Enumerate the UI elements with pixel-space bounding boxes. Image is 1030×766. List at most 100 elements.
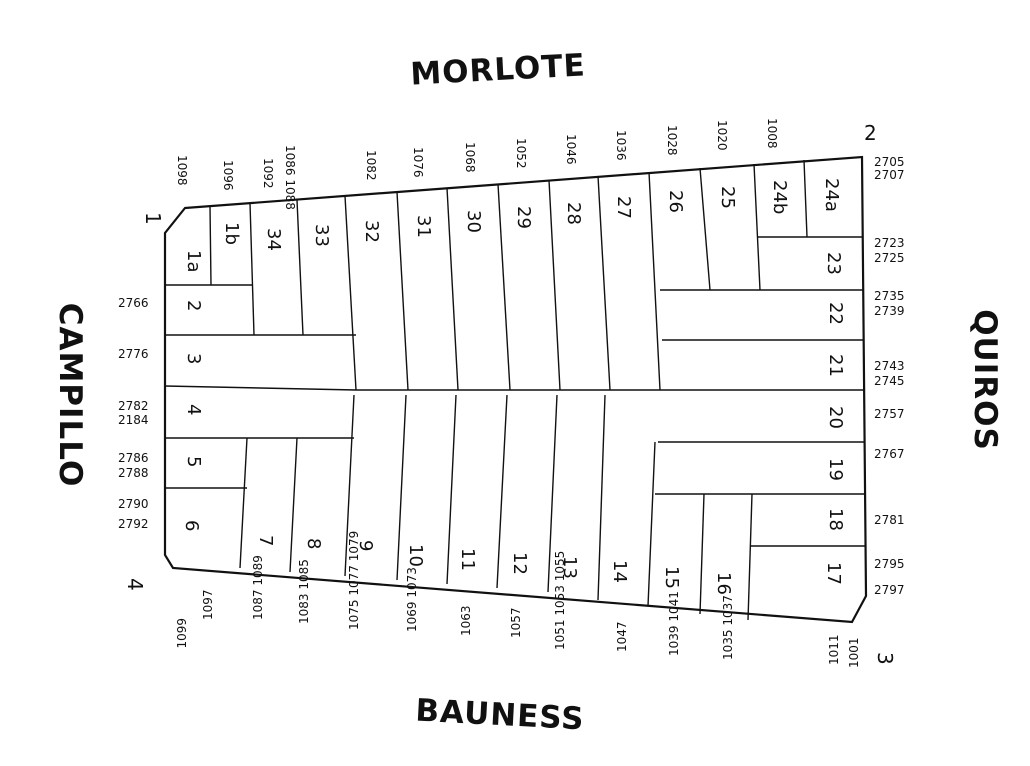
address-west: 2788 (118, 466, 149, 480)
address-south: 1051 1053 1055 (553, 551, 567, 650)
street-west-label: CAMPILLO (52, 303, 88, 488)
address-east: 2707 (874, 168, 905, 182)
lot-31: 31 (413, 215, 434, 238)
address-north: 1068 (463, 142, 477, 173)
address-west: 2790 (118, 497, 149, 511)
address-east: 2757 (874, 407, 905, 421)
street-east-label: QUIROS (967, 309, 1003, 451)
address-east: 2745 (874, 374, 905, 388)
corner-3: 3 (873, 652, 897, 665)
lot-16: 16 (713, 572, 734, 595)
lot-22: 22 (825, 302, 846, 325)
address-north: 1036 (614, 130, 628, 161)
address-north: 1008 (765, 118, 779, 149)
address-south: 1011 (827, 634, 841, 665)
address-south: 1099 (175, 618, 189, 649)
address-south: 1039 1041 (667, 591, 681, 656)
lot-1a: 1a (183, 250, 204, 272)
address-south: 1087 1089 (251, 555, 265, 620)
address-north: 1086 1088 (283, 145, 297, 210)
lot-10: 10 (405, 544, 426, 567)
address-south: 1035 1037 (721, 595, 735, 660)
lot-24b: 24b (769, 180, 790, 214)
address-west: 2786 (118, 451, 149, 465)
address-south: 1001 (847, 637, 861, 668)
corner-1: 1 (141, 212, 165, 225)
address-west: 2782 (118, 399, 149, 413)
corner-markers: 1 2 3 4 (123, 121, 897, 665)
lot-29: 29 (513, 206, 534, 229)
lot-27: 27 (613, 196, 634, 219)
lot-20: 20 (825, 406, 846, 429)
address-east: 2743 (874, 359, 905, 373)
address-north: 1096 (221, 160, 235, 191)
address-south: 1097 (201, 589, 215, 620)
corner-2: 2 (864, 121, 877, 145)
lot-19: 19 (825, 458, 846, 481)
address-east: 2781 (874, 513, 905, 527)
lot-5: 5 (183, 456, 204, 467)
street-south-label: BAUNESS (415, 693, 586, 738)
address-south: 1057 (509, 607, 523, 638)
lot-30: 30 (463, 210, 484, 233)
lot-6: 6 (181, 520, 202, 531)
east-addresses: 2705 2707 2723 2725 2735 2739 2743 2745 … (874, 155, 905, 597)
lot-33: 33 (311, 224, 332, 247)
lot-24a: 24a (821, 178, 842, 212)
lot-numbers: 1a 1b 34 33 32 31 30 29 28 27 26 25 24b … (181, 178, 846, 595)
lot-1b: 1b (221, 222, 242, 245)
lot-34: 34 (263, 228, 284, 251)
address-north: 1098 (175, 155, 189, 186)
address-east: 2735 (874, 289, 905, 303)
lot-26: 26 (665, 190, 686, 213)
address-east: 2795 (874, 557, 905, 571)
lot-7: 7 (255, 535, 276, 546)
block-outline (163, 155, 868, 624)
address-west: 2776 (118, 347, 149, 361)
lot-18: 18 (825, 508, 846, 531)
west-addresses: 2766 2776 2782 2184 2786 2788 2790 2792 (118, 296, 149, 531)
lot-lines (164, 159, 866, 621)
address-west: 2184 (118, 413, 149, 427)
lot-17: 17 (823, 562, 844, 585)
address-east: 2767 (874, 447, 905, 461)
lot-2: 2 (183, 300, 204, 311)
address-north: 1076 (411, 147, 425, 178)
lot-11: 11 (457, 548, 478, 571)
address-west: 2792 (118, 517, 149, 531)
lot-23: 23 (823, 252, 844, 275)
address-east: 2797 (874, 583, 905, 597)
lot-9: 9 (355, 540, 376, 551)
address-north: 1046 (564, 134, 578, 165)
south-addresses: 1099 1097 1087 1089 1083 1085 1075 1077 … (175, 531, 861, 668)
lot-8: 8 (303, 538, 324, 549)
lot-4: 4 (183, 404, 204, 415)
address-south: 1063 (459, 605, 473, 636)
address-west: 2766 (118, 296, 149, 310)
lot-32: 32 (361, 220, 382, 243)
north-addresses: 1098 1096 1092 1086 1088 1082 1076 1068 … (175, 118, 779, 210)
lot-3: 3 (183, 353, 204, 364)
address-east: 2705 (874, 155, 905, 169)
lot-25: 25 (717, 186, 738, 209)
address-east: 2723 (874, 236, 905, 250)
lot-13: 13 (559, 556, 580, 579)
address-south: 1047 (615, 621, 629, 652)
corner-4: 4 (123, 578, 147, 591)
address-south: 1069 1073 (405, 567, 419, 632)
address-north: 1092 (261, 158, 275, 189)
lot-12: 12 (509, 552, 530, 575)
address-north: 1082 (364, 150, 378, 181)
address-south: 1075 1077 1079 (347, 531, 361, 630)
address-south: 1083 1085 (297, 559, 311, 624)
lot-21: 21 (825, 354, 846, 377)
address-east: 2725 (874, 251, 905, 265)
address-north: 1052 (514, 138, 528, 169)
lot-28: 28 (563, 202, 584, 225)
address-north: 1028 (665, 125, 679, 156)
address-east: 2739 (874, 304, 905, 318)
lot-15: 15 (661, 566, 682, 589)
lot-14: 14 (609, 560, 630, 583)
address-north: 1020 (715, 120, 729, 151)
